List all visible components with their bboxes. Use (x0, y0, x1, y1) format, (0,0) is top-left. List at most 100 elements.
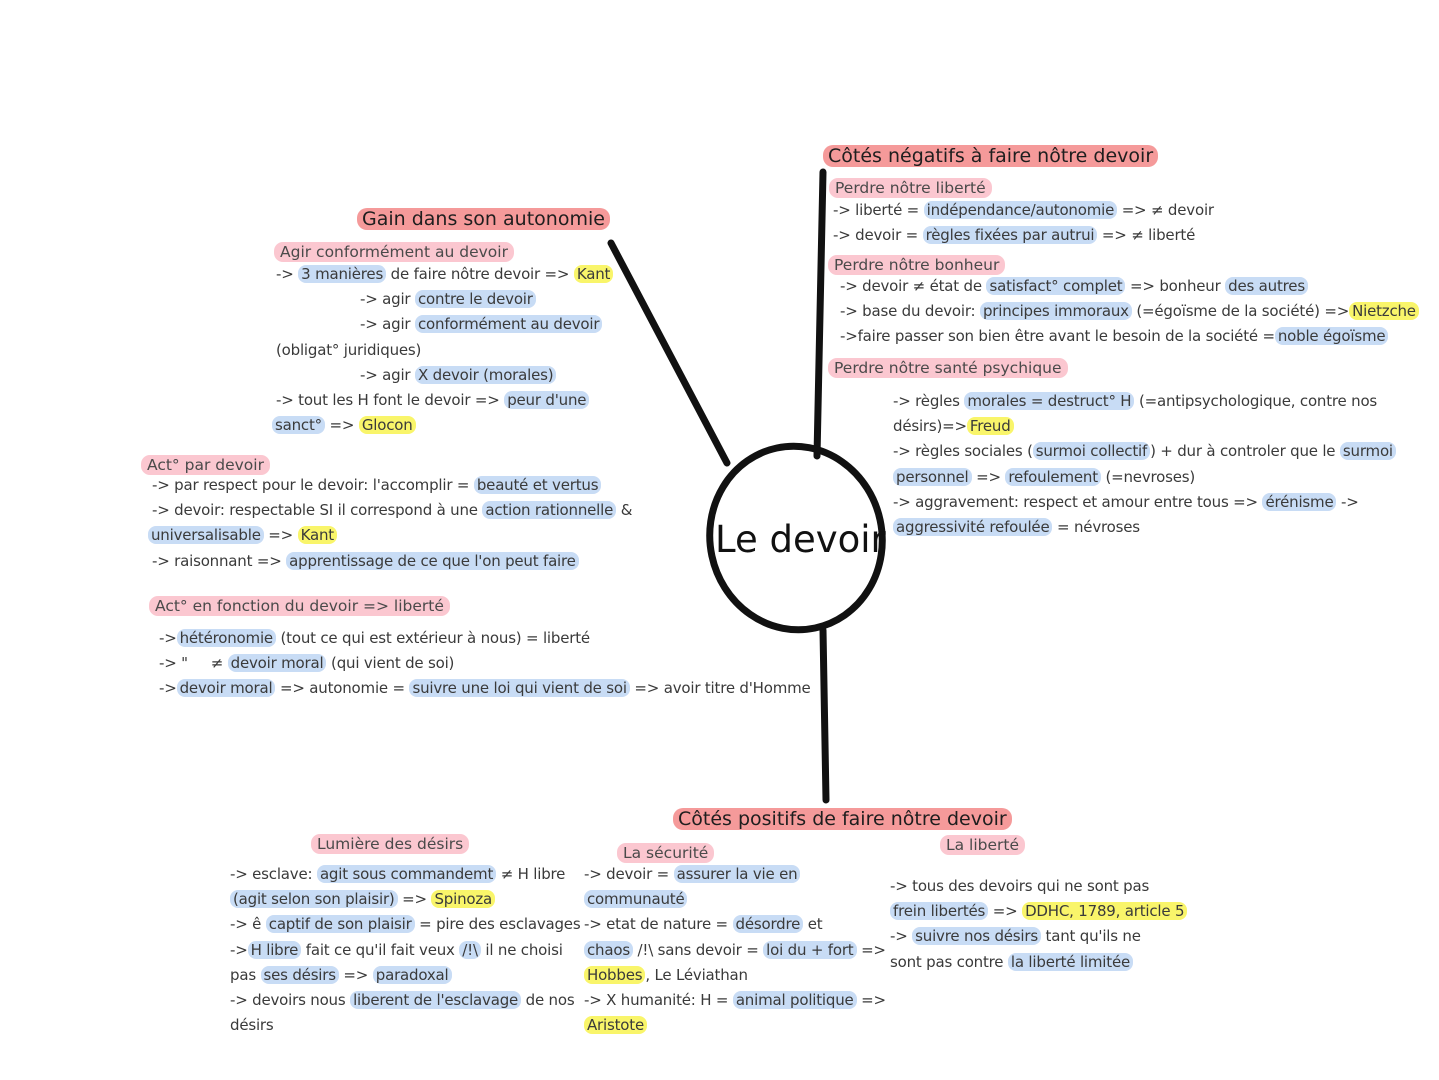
note-line: -> base du devoir: principes immoraux (=… (840, 299, 1419, 324)
concept-highlight: morales = destruct° H (964, 392, 1135, 410)
note-line: -> par respect pour le devoir: l'accompl… (152, 473, 632, 498)
note-line: (obligat° juridiques) (276, 340, 422, 359)
subtitle-act-en-fonction: Act° en fonction du devoir => liberté (149, 596, 450, 616)
note-line: ->devoir moral => autonomie = suivre une… (159, 679, 811, 698)
concept-highlight: ses désirs (260, 965, 339, 984)
concept-highlight: personnel (893, 467, 972, 486)
note-line: -> devoir = assurer la vie en (584, 862, 886, 887)
subtitle-securite: La sécurité (617, 843, 715, 863)
subtitle-agir-conformement: Agir conformément au devoir (274, 242, 514, 262)
concept-highlight: frein libertés (890, 902, 989, 921)
positifs-liberte-notes: -> tous des devoirs qui ne sont pas frei… (890, 874, 1188, 975)
concept-highlight: conformément au devoir (414, 315, 603, 334)
concept-highlight: désordre (732, 915, 804, 934)
concept-highlight: (agit selon son plaisir) (230, 890, 398, 909)
note-line: désirs)=>Freud (893, 414, 1396, 439)
concept-highlight: satisfact° complet (986, 277, 1126, 295)
note-line: frein libertés => DDHC, 1789, article 5 (890, 899, 1188, 924)
concept-highlight: agit sous commandemt (316, 865, 497, 883)
concept-highlight: chaos (584, 940, 633, 959)
note-line: -> X humanité: H = animal politique => (584, 991, 886, 1010)
concept-highlight: règles fixées par autrui (922, 226, 1098, 245)
note-line: sont pas contre la liberté limitée (890, 950, 1187, 975)
branch-title-negatifs: Côtés négatifs à faire nôtre devoir (823, 145, 1159, 167)
warning-highlight: /!\ (459, 940, 481, 959)
note-line: sanct° => Glocon (272, 413, 613, 438)
note-line: -> aggravement: respect et amour entre t… (893, 492, 1359, 511)
concept-highlight: captif de son plaisir (265, 915, 415, 934)
gain-par-devoir-notes: -> par respect pour le devoir: l'accompl… (148, 473, 633, 574)
connector-gain (607, 239, 731, 467)
center-node-label: Le devoir (715, 518, 886, 561)
positifs-lumiere-notes: -> esclave: agit sous commandemt ≠ H lib… (230, 862, 581, 1038)
positifs-securite-notes: -> devoir = assurer la vie en communauté… (584, 862, 886, 1038)
note-line: ->hétéronomie (tout ce qui est extérieur… (159, 629, 590, 647)
note-line: -> tous des devoirs qui ne sont pas (890, 877, 1150, 895)
concept-highlight: érénisme (1262, 492, 1337, 511)
note-line: -> règles morales = destruct° H (=antips… (893, 392, 1378, 410)
note-line: ->faire passer son bien être avant le be… (840, 324, 1419, 349)
note-line: -> raisonnant => apprentissage de ce que… (152, 549, 632, 574)
concept-highlight: action rationnelle (482, 501, 617, 520)
subtitle-la-liberte: La liberté (940, 835, 1026, 855)
note-line: communauté (584, 887, 886, 912)
note-line: pas ses désirs => paradoxal (230, 963, 580, 988)
author-highlight: Freud (966, 417, 1014, 436)
author-highlight: Glocon (358, 416, 416, 435)
concept-highlight: surmoi (1339, 442, 1396, 461)
concept-highlight: peur d'une (504, 391, 590, 410)
note-line: -> " ≠ devoir moral (qui vient de soi) (159, 654, 455, 673)
note-line: ->H libre fait ce qu'il fait veux /!\ il… (230, 940, 563, 959)
concept-highlight: liberent de l'esclavage (350, 991, 522, 1010)
note-line: -> etat de nature = désordre et (584, 915, 823, 934)
note-line: -> ê captif de son plaisir = pire des es… (230, 915, 581, 934)
note-line: (agit selon son plaisir) => Spinoza (230, 887, 580, 912)
author-highlight: Nietzche (1349, 302, 1419, 321)
concept-highlight: 3 manières (298, 265, 387, 283)
concept-highlight: universalisable (148, 526, 264, 545)
concept-highlight: contre le devoir (414, 290, 536, 309)
note-line: -> devoir ≠ état de satisfact° complet =… (840, 274, 1419, 299)
concept-highlight: assurer la vie en (673, 865, 801, 883)
subtitle-act-par-devoir: Act° par devoir (141, 455, 270, 475)
concept-highlight: apprentissage de ce que l'on peut faire (286, 551, 579, 570)
concept-highlight: beauté et vertus (473, 476, 602, 494)
gain-agir-notes: -> 3 manières de faire nôtre devoir => K… (272, 262, 614, 438)
concept-highlight: hétéronomie (176, 629, 276, 647)
note-line: chaos /!\ sans devoir = loi du + fort => (584, 938, 886, 963)
connector-positifs (819, 626, 830, 804)
note-line: désirs (230, 1016, 274, 1035)
concept-highlight: sanct° (272, 416, 325, 435)
concept-highlight: devoir moral (176, 679, 276, 698)
negatifs-sante-notes: -> règles morales = destruct° H (=antips… (893, 389, 1396, 540)
branch-title-gain: Gain dans son autonomie (357, 208, 610, 230)
subtitle-perdre-bonheur: Perdre nôtre bonheur (828, 255, 1006, 275)
author-highlight: Kant (297, 526, 337, 545)
concept-highlight: principes immoraux (979, 302, 1132, 321)
subtitle-perdre-liberte: Perdre nôtre liberté (829, 178, 992, 198)
author-highlight: DDHC, 1789, article 5 (1022, 902, 1188, 921)
negatifs-liberte-notes: -> liberté = indépendance/autonomie => ≠… (833, 198, 1214, 248)
concept-highlight: communauté (584, 890, 688, 909)
concept-highlight: animal politique (732, 991, 857, 1010)
concept-highlight: loi du + fort (763, 940, 857, 959)
concept-highlight: des autres (1225, 277, 1308, 295)
note-line: personnel => refoulement (=nevroses) (893, 465, 1396, 490)
author-highlight: Kant (573, 265, 614, 283)
concept-highlight: la liberté limitée (1007, 952, 1134, 971)
note-line: -> devoir: respectable SI il correspond … (152, 501, 633, 520)
concept-highlight: paradoxal (372, 965, 452, 984)
note-line: -> suivre nos désirs tant qu'ils ne (890, 927, 1141, 946)
note-line: -> devoirs nous liberent de l'esclavage … (230, 991, 575, 1010)
author-highlight: Hobbes (584, 965, 646, 984)
note-line: -> 3 manières de faire nôtre devoir => K… (276, 262, 614, 287)
concept-highlight: suivre nos désirs (912, 927, 1041, 946)
note-line: -> agir contre le devoir (276, 287, 613, 312)
note-line: -> agir conformément au devoir (276, 312, 613, 337)
negatifs-bonheur-notes: -> devoir ≠ état de satisfact° complet =… (840, 274, 1419, 350)
subtitle-perdre-sante: Perdre nôtre santé psychique (828, 358, 1068, 378)
author-highlight: Aristote (584, 1016, 647, 1035)
note-line: Aristote (584, 1013, 886, 1038)
gain-fonction-notes: ->hétéronomie (tout ce qui est extérieur… (159, 626, 811, 702)
concept-highlight: surmoi collectif (1032, 442, 1151, 461)
